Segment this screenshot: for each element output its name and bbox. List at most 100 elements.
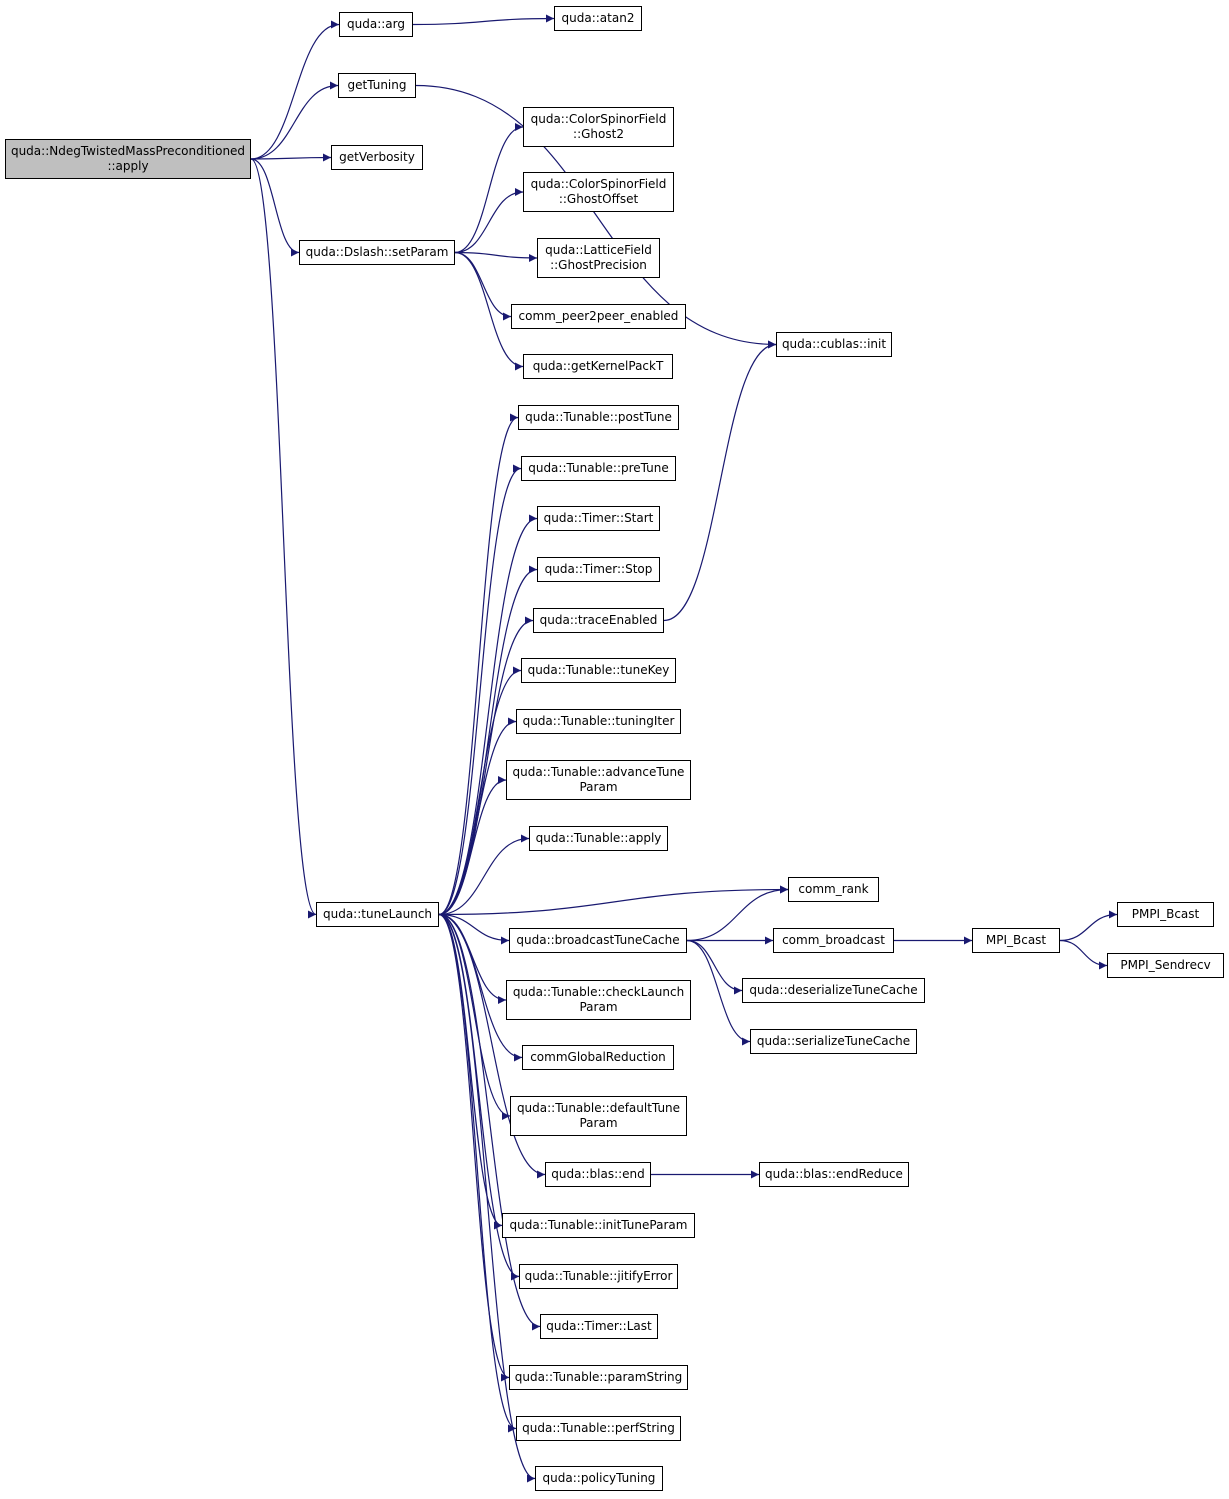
node-lattice-field-ghost-precision[interactable]: quda::LatticeField ::GhostPrecision xyxy=(537,238,660,278)
node-policy-tuning[interactable]: quda::policyTuning xyxy=(535,1466,663,1491)
edge-tuneLaunch-to-timerLast xyxy=(438,913,541,1331)
node-label: comm_broadcast xyxy=(782,933,885,947)
node-pmpi-sendrecv[interactable]: PMPI_Sendrecv xyxy=(1107,953,1224,978)
node-tunable-default-tune-param[interactable]: quda::Tunable::defaultTune Param xyxy=(510,1096,687,1136)
edge-getTuning-to-cublasInit xyxy=(415,84,777,349)
node-label: quda::Tunable::jitifyError xyxy=(524,1269,673,1283)
node-timer-start[interactable]: quda::Timer::Start xyxy=(537,506,660,531)
node-quda-atan2[interactable]: quda::atan2 xyxy=(554,6,642,31)
node-tunable-tuning-iter[interactable]: quda::Tunable::tuningIter xyxy=(516,709,681,734)
node-label-line2: Param xyxy=(579,1000,618,1014)
edge-root-to-getTuning xyxy=(250,81,339,160)
node-tunable-perf-string[interactable]: quda::Tunable::perfString xyxy=(516,1416,681,1441)
node-label: quda::cublas::init xyxy=(781,337,887,351)
node-comm-broadcast[interactable]: comm_broadcast xyxy=(773,928,894,953)
node-broadcast-tune-cache[interactable]: quda::broadcastTuneCache xyxy=(509,928,687,953)
node-label-line1: quda::Tunable::advanceTune xyxy=(512,765,685,779)
node-dslash-set-param[interactable]: quda::Dslash::setParam xyxy=(299,240,455,265)
node-label: quda::blas::end xyxy=(551,1167,645,1181)
node-comm-peer2peer-enabled[interactable]: comm_peer2peer_enabled xyxy=(511,304,686,329)
node-tunable-advance-tune-param[interactable]: quda::Tunable::advanceTune Param xyxy=(506,760,691,800)
node-label-line1: quda::ColorSpinorField xyxy=(530,112,667,126)
node-label: quda::Tunable::tuneKey xyxy=(527,663,670,677)
node-color-spinor-field-ghost-offset[interactable]: quda::ColorSpinorField ::GhostOffset xyxy=(523,172,674,212)
edge-tuneLaunch-to-commRank xyxy=(438,885,789,916)
node-label: quda::serializeTuneCache xyxy=(756,1034,911,1048)
node-get-kernel-pack-t[interactable]: quda::getKernelPackT xyxy=(523,354,673,379)
edge-root-to-arg xyxy=(250,20,340,160)
node-blas-end[interactable]: quda::blas::end xyxy=(545,1162,651,1187)
node-blas-end-reduce[interactable]: quda::blas::endReduce xyxy=(759,1162,909,1187)
node-color-spinor-field-ghost2[interactable]: quda::ColorSpinorField ::Ghost2 xyxy=(523,107,674,147)
node-label: quda::atan2 xyxy=(561,11,635,25)
node-label: getTuning xyxy=(347,78,407,92)
node-serialize-tune-cache[interactable]: quda::serializeTuneCache xyxy=(750,1029,917,1054)
node-tunable-jitify-error[interactable]: quda::Tunable::jitifyError xyxy=(519,1264,678,1289)
node-timer-stop[interactable]: quda::Timer::Stop xyxy=(537,557,660,582)
node-tunable-init-tune-param[interactable]: quda::Tunable::initTuneParam xyxy=(502,1213,695,1238)
edge-tuneLaunch-to-broadcastTuneCache xyxy=(438,913,510,945)
edge-tuneLaunch-to-tuneKey xyxy=(438,666,522,916)
edge-root-to-setParam xyxy=(250,158,300,257)
edge-tuneLaunch-to-policyTuning xyxy=(438,913,536,1483)
node-trace-enabled[interactable]: quda::traceEnabled xyxy=(533,608,664,633)
node-tunable-tune-key[interactable]: quda::Tunable::tuneKey xyxy=(521,658,676,683)
node-label-line1: quda::NdegTwistedMassPreconditioned xyxy=(10,144,246,158)
edge-setParam-to-ghostPrecision xyxy=(454,251,538,262)
node-tunable-pre-tune[interactable]: quda::Tunable::preTune xyxy=(521,456,676,481)
edge-tuneLaunch-to-postTune xyxy=(438,413,519,916)
node-deserialize-tune-cache[interactable]: quda::deserializeTuneCache xyxy=(742,978,925,1003)
node-pmpi-bcast[interactable]: PMPI_Bcast xyxy=(1117,902,1214,927)
node-label: quda::tuneLaunch xyxy=(322,907,433,921)
node-label: quda::Tunable::postTune xyxy=(525,410,672,424)
edge-tuneLaunch-to-tunableApply xyxy=(438,834,530,916)
node-tunable-post-tune[interactable]: quda::Tunable::postTune xyxy=(518,405,679,430)
node-tunable-apply[interactable]: quda::Tunable::apply xyxy=(529,826,668,851)
node-tunable-param-string[interactable]: quda::Tunable::paramString xyxy=(509,1365,688,1390)
node-label: quda::Tunable::tuningIter xyxy=(522,714,675,728)
edge-tuneLaunch-to-perfString xyxy=(438,913,517,1433)
node-cublas-init[interactable]: quda::cublas::init xyxy=(776,332,892,357)
node-label: commGlobalReduction xyxy=(530,1050,666,1064)
edge-tuneLaunch-to-preTune xyxy=(438,464,522,916)
node-mpi-bcast[interactable]: MPI_Bcast xyxy=(972,928,1060,953)
edge-setParam-to-ghostOffset xyxy=(454,188,524,254)
node-label: PMPI_Bcast xyxy=(1131,907,1200,921)
node-get-tuning[interactable]: getTuning xyxy=(338,73,416,98)
node-label-line2: ::apply xyxy=(107,159,149,173)
edge-root-to-tuneLaunch xyxy=(250,158,317,919)
edge-mpiBcast-to-pmpiSendrecv xyxy=(1059,939,1108,970)
node-label: quda::Timer::Last xyxy=(546,1319,652,1333)
node-label-line2: ::GhostOffset xyxy=(558,192,639,206)
node-comm-global-reduction[interactable]: commGlobalReduction xyxy=(522,1045,674,1070)
node-label-line2: ::Ghost2 xyxy=(573,127,624,141)
node-label-line2: ::GhostPrecision xyxy=(550,258,647,272)
node-label: quda::Timer::Stop xyxy=(544,562,653,576)
node-label: PMPI_Sendrecv xyxy=(1120,958,1211,972)
edge-setParam-to-ghost2 xyxy=(454,123,524,254)
node-label: quda::deserializeTuneCache xyxy=(749,983,918,997)
node-timer-last[interactable]: quda::Timer::Last xyxy=(540,1314,658,1339)
node-label-line2: Param xyxy=(579,1116,618,1130)
node-label: MPI_Bcast xyxy=(985,933,1047,947)
edge-root-to-getVerbosity xyxy=(250,153,332,162)
edge-tuneLaunch-to-initTuneParam xyxy=(438,913,503,1230)
node-comm-rank[interactable]: comm_rank xyxy=(788,877,879,902)
node-quda-arg[interactable]: quda::arg xyxy=(339,12,413,37)
node-label: quda::Tunable::initTuneParam xyxy=(509,1218,688,1232)
node-label: quda::traceEnabled xyxy=(539,613,658,627)
edge-broadcastTuneCache-to-serialize xyxy=(686,939,751,1046)
node-label: quda::Timer::Start xyxy=(543,511,654,525)
node-label-line1: quda::Tunable::defaultTune xyxy=(516,1101,681,1115)
edge-arg-to-atan2 xyxy=(412,14,555,26)
node-label: quda::policyTuning xyxy=(542,1471,656,1485)
node-ndeg-twisted-mass-preconditioned-apply[interactable]: quda::NdegTwistedMassPreconditioned ::ap… xyxy=(5,139,251,179)
node-tune-launch[interactable]: quda::tuneLaunch xyxy=(316,902,439,927)
node-tunable-check-launch-param[interactable]: quda::Tunable::checkLaunch Param xyxy=(506,980,691,1020)
node-label-line1: quda::LatticeField xyxy=(545,243,652,257)
node-label-line1: quda::Tunable::checkLaunch xyxy=(512,985,685,999)
edge-tuneLaunch-to-timerStart xyxy=(438,514,538,916)
node-label: quda::blas::endReduce xyxy=(765,1167,903,1181)
node-get-verbosity[interactable]: getVerbosity xyxy=(331,145,423,170)
